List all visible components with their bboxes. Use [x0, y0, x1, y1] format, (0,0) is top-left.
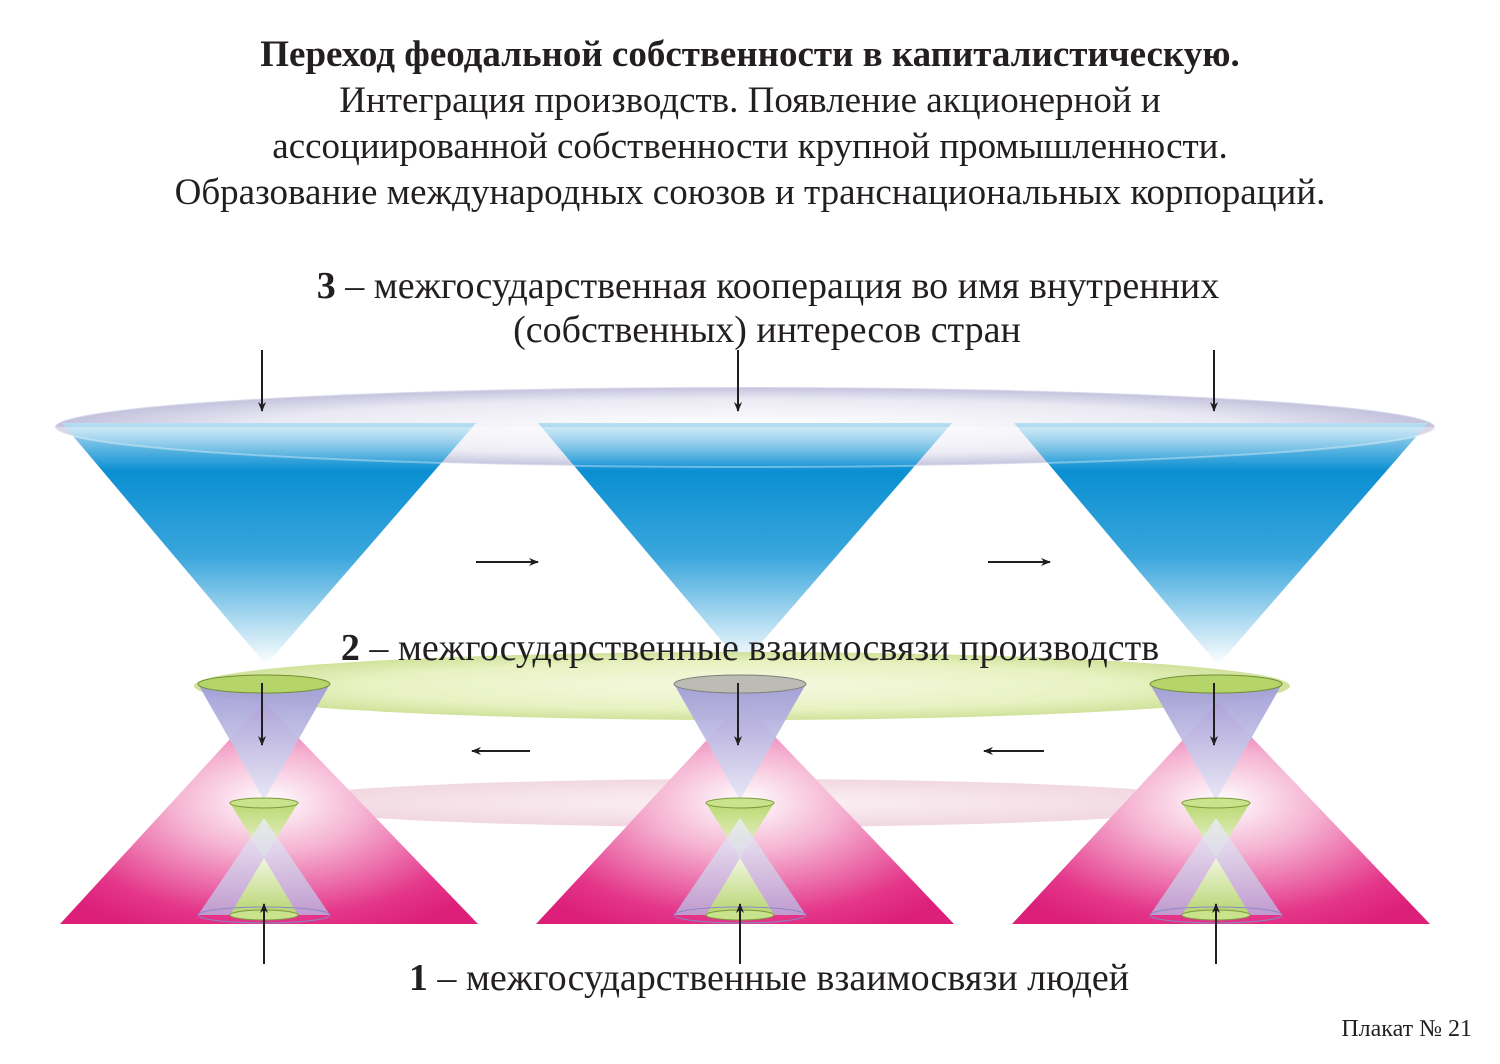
- level-1-text: – межгосударственные взаимосвязи людей: [437, 957, 1130, 999]
- blue-cones: [62, 423, 1428, 665]
- arrows: [258, 350, 1220, 964]
- poster-subtitle-line-3: Образование международных союзов и транс…: [174, 172, 1326, 213]
- level-1-number: 1: [408, 957, 428, 999]
- level-2-label: 2 – межгосударственные взаимосвязи произ…: [0, 626, 1500, 670]
- poster-subtitle-line-2: ассоциированной собственности крупной пр…: [272, 126, 1228, 167]
- level-3-text: – межгосударственная кооперация во имя в…: [345, 265, 1220, 307]
- poster-number: Плакат № 21: [1341, 1016, 1472, 1042]
- level-2-text: – межгосударственные взаимосвязи произво…: [369, 627, 1160, 669]
- poster-title: Переход феодальной собственности в капит…: [260, 34, 1240, 75]
- blue-cone-center: [538, 423, 952, 665]
- level-3-label: 3 – межгосударственная кооперация во имя…: [0, 264, 1500, 352]
- poster-subtitle-line-1: Интеграция производств. Появление акцион…: [339, 80, 1161, 121]
- blue-cone-right: [1014, 423, 1428, 665]
- level-3-text-line2: (собственных) интересов стран: [513, 309, 1021, 351]
- poster-header: Переход феодальной собственности в капит…: [0, 32, 1500, 216]
- level-3-number: 3: [316, 265, 336, 307]
- level-1-label: 1 – межгосударственные взаимосвязи людей: [0, 956, 1500, 1000]
- blue-cone-left: [62, 423, 476, 665]
- level-2-number: 2: [340, 627, 360, 669]
- top-ring-lower-rim: [55, 427, 1435, 467]
